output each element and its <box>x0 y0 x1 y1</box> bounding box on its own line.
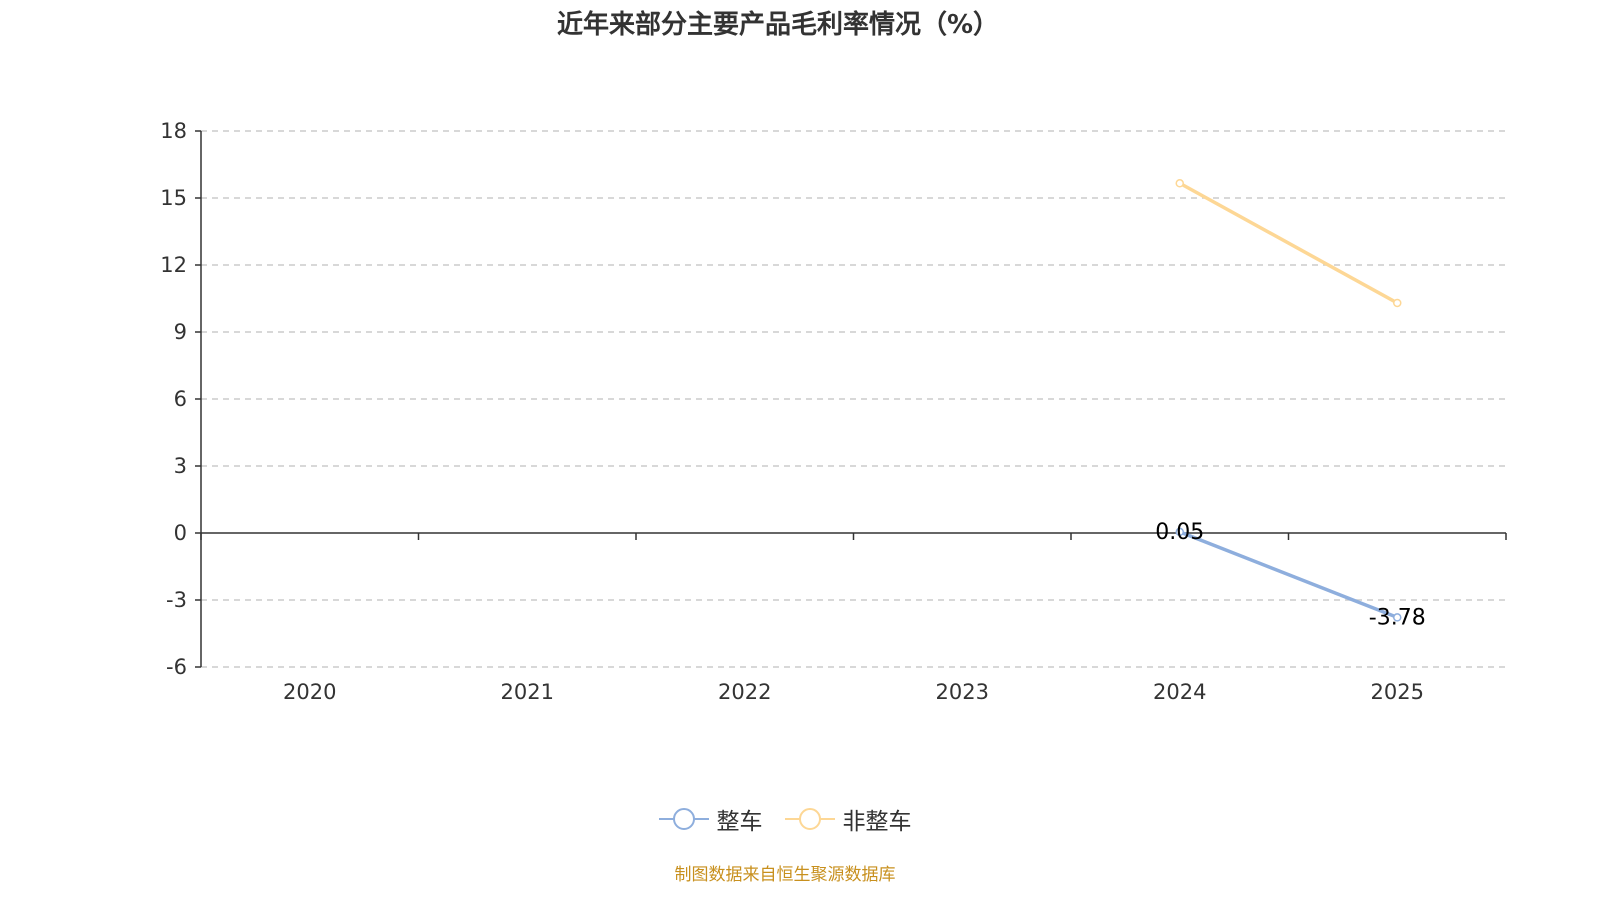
chart-title: 近年来部分主要产品毛利率情况（%） <box>556 10 1000 40</box>
data-point <box>1175 179 1184 188</box>
x-tick-label: 2025 <box>1371 680 1424 704</box>
data-point <box>1393 613 1402 622</box>
data-point <box>1175 527 1184 537</box>
x-tick-label: 2022 <box>718 680 771 704</box>
legend: 整车 非整车 <box>0 802 1570 836</box>
source-note: 制图数据来自恒生聚源数据库 <box>674 865 896 885</box>
series-line <box>1178 181 1399 305</box>
y-tick-label: 3 <box>174 454 187 478</box>
y-tick-label: 0 <box>174 521 187 545</box>
y-tick-label: -3 <box>166 588 187 612</box>
legend-item-non-whole-vehicle[interactable]: 非整车 <box>784 802 912 836</box>
y-tick-label: -6 <box>166 655 187 679</box>
y-tick-label: 9 <box>174 320 187 344</box>
y-tick-label: 18 <box>160 119 187 143</box>
data-label: 0.05 <box>1155 520 1204 545</box>
legend-marker-icon <box>784 808 835 830</box>
legend-label: 非整车 <box>842 809 912 835</box>
series-line <box>1179 530 1398 620</box>
x-tick-label: 2020 <box>283 680 336 704</box>
x-tick-label: 2024 <box>1153 680 1206 704</box>
legend-label: 整车 <box>716 809 763 835</box>
data-label: -3.78 <box>1369 605 1426 630</box>
y-tick-label: 12 <box>160 253 187 277</box>
legend-item-whole-vehicle[interactable]: 整车 <box>658 802 763 836</box>
legend-marker-icon <box>658 808 709 830</box>
x-tick-label: 2021 <box>501 680 554 704</box>
y-tick-label: 6 <box>174 387 187 411</box>
y-tick-label: 15 <box>160 186 187 210</box>
data-point <box>1393 298 1402 308</box>
x-tick-label: 2023 <box>936 680 989 704</box>
